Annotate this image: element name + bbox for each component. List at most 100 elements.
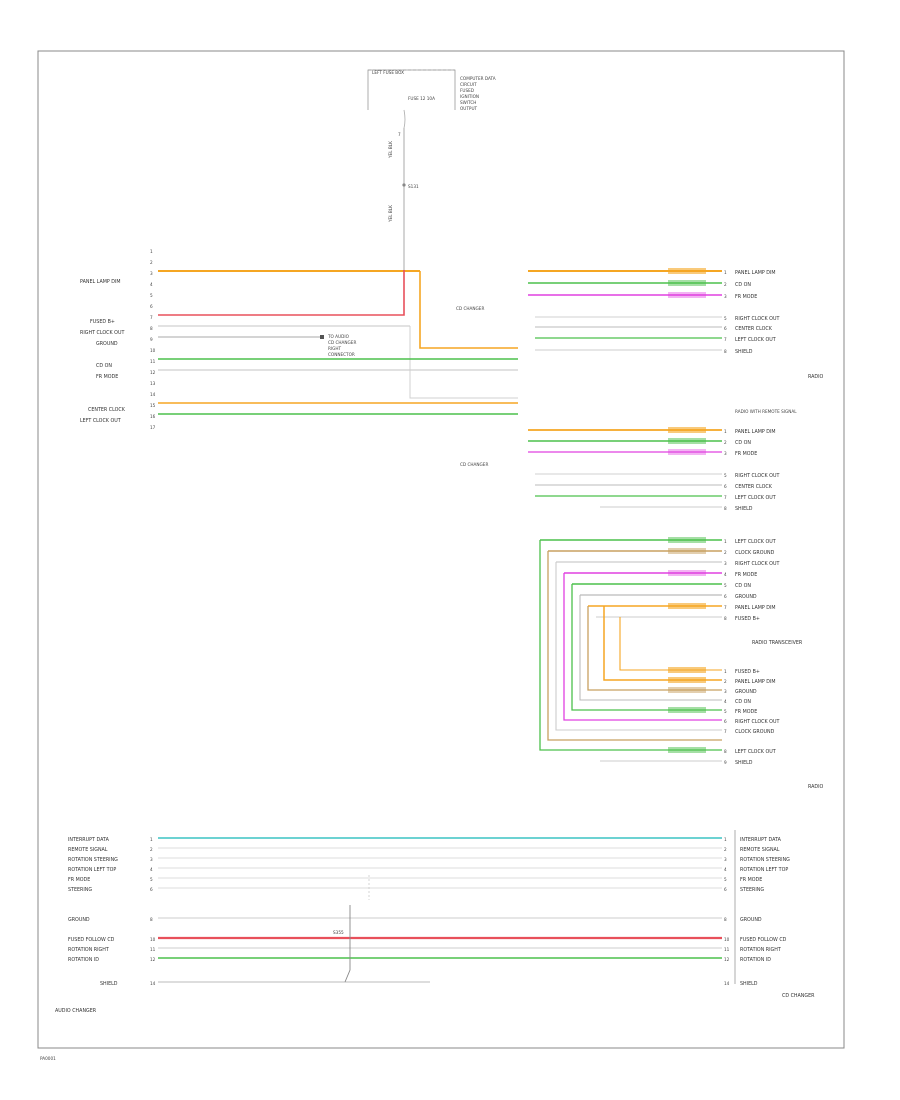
ru-row-3: FR MODE [735,294,757,300]
bl-row-14: SHIELD [100,981,118,987]
br-row-6: STEERING [740,887,764,893]
fuse-note-6: OUTPUT [460,106,478,111]
splice-label: S131 [408,184,419,189]
rl-b-row-2: PANEL LAMP DIM [735,679,776,685]
bottom-left-title: AUDIO CHANGER [55,1008,97,1014]
rl-a-row-2: CLOCK GROUND [735,550,775,556]
svg-text:1: 1 [724,837,727,842]
svg-text:1: 1 [150,837,153,842]
rl-b-row-4: CD ON [735,699,751,705]
svg-text:3: 3 [724,857,727,862]
left-connector: 1 2 3 4 5 6 7 8 9 10 11 12 13 14 15 16 1… [80,249,518,430]
ru-row-6: CENTER CLOCK [735,326,773,332]
annot-title: TO AUDIO [327,334,350,339]
bl-row-6: STEERING [68,887,92,893]
ru-row-7: LEFT CLOCK OUT [735,337,776,343]
rl-middle-label: RADIO TRANSCEIVER [752,640,803,646]
svg-text:6: 6 [150,304,153,309]
svg-text:3: 3 [724,689,727,694]
svg-text:3: 3 [150,857,153,862]
rl-a-row-1: LEFT CLOCK OUT [735,539,776,545]
br-row-10: FUSED FOLLOW CD [740,937,787,943]
br-row-2: REMOTE SIGNAL [740,847,780,853]
annot-line-3: CONNECTOR [328,352,355,357]
br-row-1: INTERRUPT DATA [740,837,782,843]
right-lower-connectors: 1 2 3 4 5 6 7 8 LEFT CLOCK OUT CLOCK GRO… [539,537,824,790]
bl-row-5: FR MODE [68,877,90,883]
svg-text:8: 8 [724,917,727,922]
svg-text:2: 2 [150,847,153,852]
cd-changer-title-1: CD CHANGER [456,306,484,311]
svg-text:4: 4 [150,867,153,872]
svg-text:7: 7 [724,729,727,734]
annot-line-2: RIGHT [328,346,342,351]
svg-text:1: 1 [150,249,153,254]
rl-b-row-9: SHIELD [735,760,753,766]
bl-row-10: FUSED FOLLOW CD [68,937,115,943]
rm-row-2: CD ON [735,440,751,446]
svg-text:5: 5 [150,293,153,298]
svg-text:10: 10 [150,937,156,942]
svg-text:17: 17 [150,425,156,430]
bl-row-2: REMOTE SIGNAL [68,847,108,853]
label-fused-b: FUSED B+ [90,319,115,325]
rl-b-row-1: FUSED B+ [735,669,760,675]
svg-text:9: 9 [150,337,153,342]
rm-header: RADIO WITH REMOTE SIGNAL [735,409,797,414]
rl-b-row-8: LEFT CLOCK OUT [735,749,776,755]
rl-b-row-6: RIGHT CLOCK OUT [735,719,779,725]
bl-row-11: ROTATION RIGHT [68,947,109,953]
svg-text:11: 11 [724,947,730,952]
splice-s355: S355 [333,930,344,935]
wire-label-1: YEL BLK [388,141,393,159]
svg-text:2: 2 [150,260,153,265]
svg-text:14: 14 [150,392,156,397]
svg-text:2: 2 [724,440,727,445]
svg-text:5: 5 [724,316,727,321]
svg-text:2: 2 [724,282,727,287]
svg-text:6: 6 [724,326,727,331]
svg-text:7: 7 [724,605,727,610]
svg-text:7: 7 [150,315,153,320]
svg-text:5: 5 [724,473,727,478]
fuse-note-3: FUSED [460,88,474,93]
rl-a-row-5: CD ON [735,583,751,589]
fuse-box: LEFT FUSE BOX COMPUTER DATA CIRCUIT FUSE… [367,69,496,270]
rl-a-row-6: GROUND [735,594,757,600]
bottom-connectors: S355 1 2 3 4 5 6 8 10 11 12 14 INTERRUPT… [55,830,815,1014]
svg-text:1: 1 [724,429,727,434]
svg-text:12: 12 [150,370,156,375]
svg-text:6: 6 [724,887,727,892]
right-mid-connector: RADIO WITH REMOTE SIGNAL CD CHANGER 1 2 … [460,409,797,512]
svg-text:6: 6 [150,887,153,892]
footer-code: PA0001 [40,1056,56,1061]
svg-text:1: 1 [724,539,727,544]
br-row-14: SHIELD [740,981,758,987]
label-fr-mode: FR MODE [96,374,118,380]
svg-text:5: 5 [724,709,727,714]
label-left-clock: LEFT CLOCK OUT [80,418,121,424]
rm-row-8: SHIELD [735,506,753,512]
svg-text:3: 3 [724,451,727,456]
fuse-note-2: CIRCUIT [460,82,477,87]
fuse-note-5: SWITCH [460,100,476,105]
svg-text:5: 5 [150,877,153,882]
br-row-5: FR MODE [740,877,762,883]
svg-text:15: 15 [150,403,156,408]
svg-text:8: 8 [724,616,727,621]
fuse-box-title: LEFT FUSE BOX [372,70,404,75]
svg-text:5: 5 [724,583,727,588]
diagram-frame [37,50,845,1049]
br-row-12: ROTATION ID [740,957,771,963]
rl-a-row-3: RIGHT CLOCK OUT [735,561,779,567]
svg-text:2: 2 [724,847,727,852]
svg-text:12: 12 [150,957,156,962]
svg-text:8: 8 [150,326,153,331]
svg-text:13: 13 [150,381,156,386]
ground-symbol [320,335,324,339]
fuse-mini-label: FUSE 12 10A [408,96,435,101]
svg-text:9: 9 [724,760,727,765]
svg-text:14: 14 [724,981,730,986]
rm-row-7: LEFT CLOCK OUT [735,495,776,501]
